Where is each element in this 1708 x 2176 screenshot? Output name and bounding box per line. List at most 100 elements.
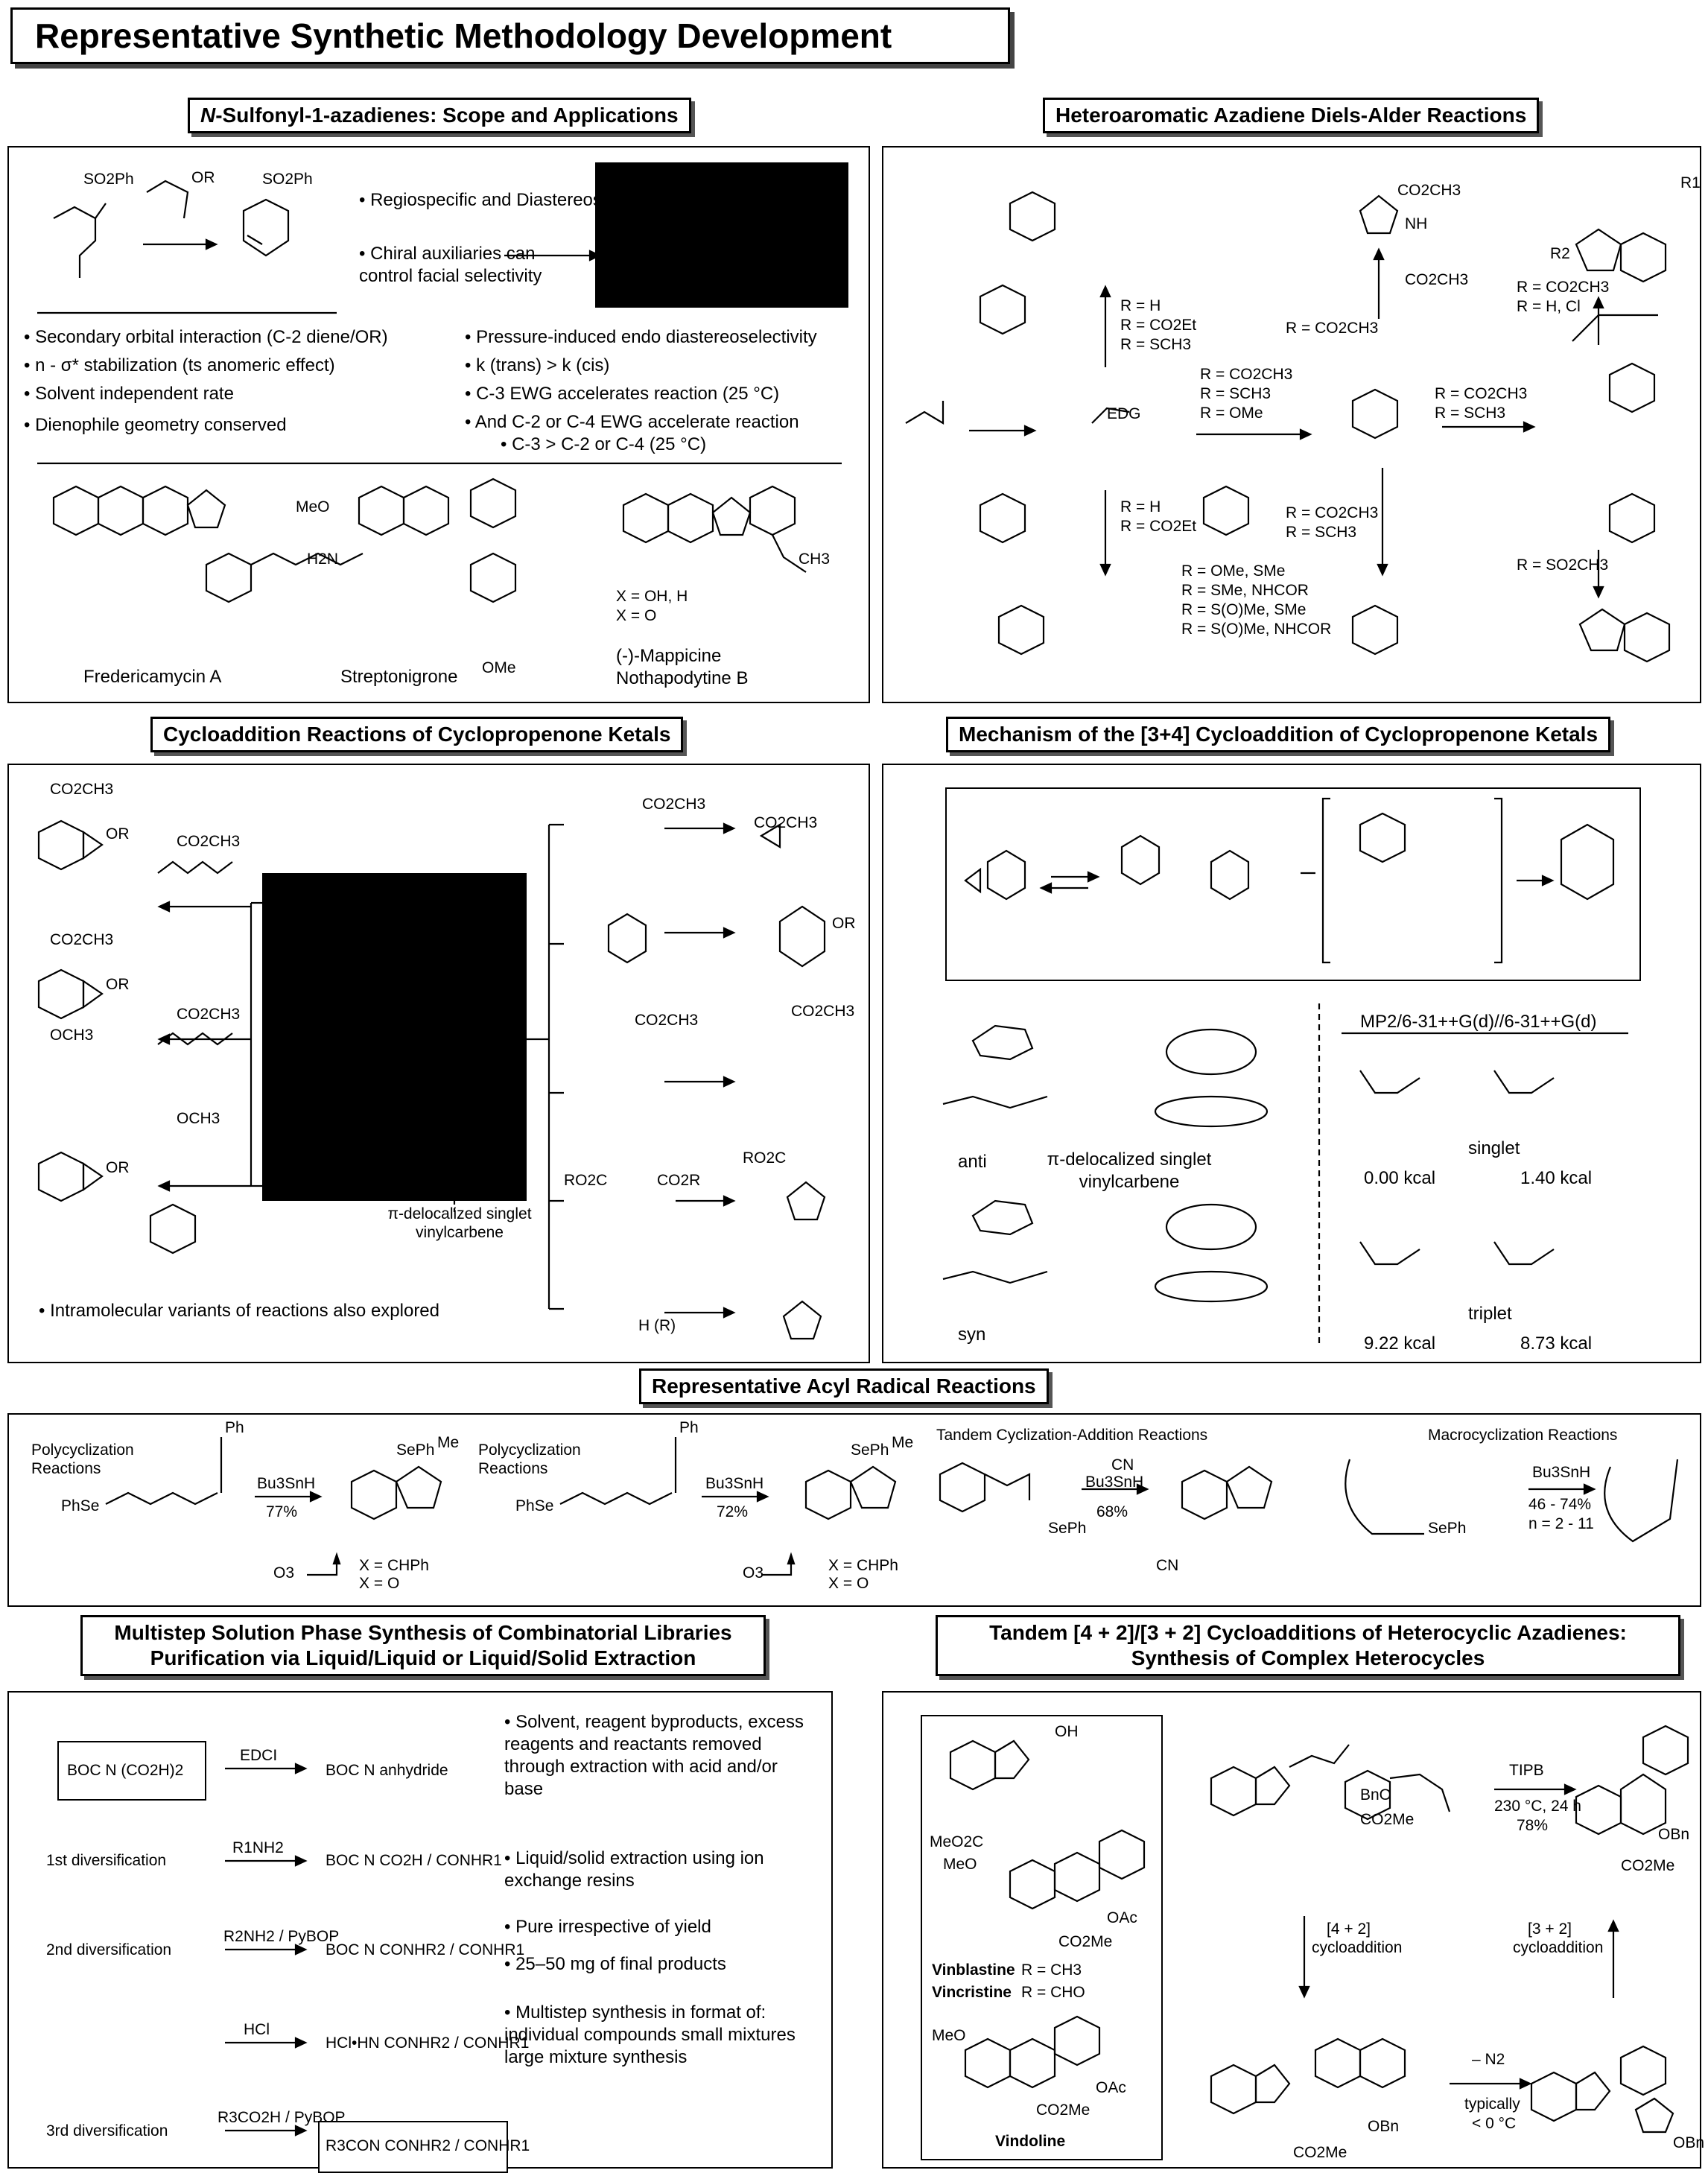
bullet-c3-ewg: C-3 EWG accelerates reaction (25 °C) <box>465 383 779 405</box>
int-co2me: CO2Me <box>1293 2144 1347 2161</box>
label-h2n: H2N <box>307 551 339 568</box>
acyl-x-o-1: X = O <box>359 1575 400 1592</box>
heteroaromatic-scheme <box>905 191 1671 663</box>
prod-anhydride: BOC N anhydride <box>326 1762 448 1779</box>
vinca-box <box>921 1715 1163 2160</box>
mechanism-anti: anti <box>958 1152 987 1172</box>
label-so2ph: SO2Ph <box>83 171 134 188</box>
mechanism-equilibrium-box <box>945 787 1641 981</box>
cp-propiolate-product: CO2CH3 <box>791 1003 855 1020</box>
cond-triazine-h: R = H <box>1120 297 1161 314</box>
acyl-x-2: Me <box>892 1434 914 1451</box>
acyl-yield-4: 46 - 74% <box>1528 1496 1592 1513</box>
cyclopropenone-scheme <box>37 819 826 1340</box>
acyl-yield-2: 72% <box>717 1503 749 1520</box>
energy-singlet-1: 0.00 kcal <box>1364 1168 1436 1188</box>
acyl-cn: CN <box>1111 1456 1134 1474</box>
acyl-x-1: Me <box>437 1434 460 1451</box>
vinblastine-name: Vinblastine <box>932 1961 1015 1979</box>
step1-label-b: cycloaddition <box>1312 1939 1403 1956</box>
bullet-k-trans: k (trans) > k (cis) <box>465 355 609 377</box>
step3-label-c: < 0 °C <box>1472 2115 1517 2132</box>
vinblastine-r: R = CH3 <box>1021 1961 1082 1979</box>
vinca-meo2c: MeO2C <box>930 1833 984 1850</box>
tandem-title: Tandem [4 + 2]/[3 + 2] Cycloadditions of… <box>936 1615 1680 1676</box>
acyl-range: n = 2 - 11 <box>1528 1515 1594 1532</box>
acyl-yield-1: 77% <box>266 1503 298 1520</box>
prod-step1: BOC N CO2H / CONHR1 <box>326 1852 502 1869</box>
label-or: OR <box>191 169 215 186</box>
heteroaromatic-panel: R = H R = CO2Et R = SCH3 R = CO2CH3 CO2C… <box>882 146 1701 703</box>
acyl-x-o-2: X = O <box>828 1575 869 1592</box>
reagent-r3co2h: R3CO2H / PyBOP <box>218 2109 346 2126</box>
bullet-chiral: Chiral auxiliaries can control facial se… <box>359 243 590 288</box>
acyl-ph-1: Ph <box>225 1419 244 1436</box>
step-2nd: 2nd diversification <box>46 1941 172 1958</box>
cond-tetrazine-ome: R = OMe <box>1200 405 1263 422</box>
tandem-scheme <box>949 1725 1689 2134</box>
cp-co2ch3-2: CO2CH3 <box>50 931 114 948</box>
vindoline-co2me: CO2Me <box>1036 2102 1090 2119</box>
combinatorial-scheme <box>225 1763 308 2137</box>
acyl-me-2: SePh <box>851 1441 889 1459</box>
acyl-phse-1: PhSe <box>61 1497 100 1514</box>
reagent-r1nh2: R1NH2 <box>232 1839 284 1856</box>
label-so2ph-product: SO2Ph <box>262 171 313 188</box>
vindoline-name: Vindoline <box>995 2133 1066 2150</box>
acyl-phse-2: PhSe <box>515 1497 554 1514</box>
vinca-co2me: CO2Me <box>1058 1933 1113 1950</box>
acyl-header-3: Tandem Cyclization-Addition Reactions <box>936 1427 1208 1444</box>
mechanism-syn: syn <box>958 1325 986 1345</box>
cp-temp-2: 75 °C <box>352 1062 391 1079</box>
pyrrole-co2ch3-bottom: CO2CH3 <box>1405 271 1469 288</box>
vinca-oac: OAc <box>1107 1909 1137 1926</box>
cond-yield: 78% <box>1517 1817 1549 1834</box>
prod-co2me: CO2Me <box>1621 1857 1675 1874</box>
cp-diene2-och3: OCH3 <box>177 1110 220 1127</box>
tandem-title-line2: Synthesis of Complex Heterocycles <box>1131 1646 1485 1669</box>
reagent-hcl: HCl <box>244 2021 270 2038</box>
ts-label: Endo Boat TS <box>778 223 843 265</box>
state-singlet: singlet <box>1468 1138 1520 1158</box>
label-r2-top: R2 <box>1550 245 1570 262</box>
combinatorial-title-line1: Multistep Solution Phase Synthesis of Co… <box>114 1621 732 1644</box>
cp-ro2c-product: RO2C <box>743 1149 787 1167</box>
combi-bullet-4: 25–50 mg of final products <box>504 1953 817 1976</box>
pyrrole-co2ch3-top: CO2CH3 <box>1397 182 1461 199</box>
energy-singlet-2: 1.40 kcal <box>1520 1168 1593 1188</box>
step3-label-b: typically <box>1464 2096 1520 2113</box>
acyl-x-chph-2: X = CHPh <box>828 1557 898 1574</box>
acyl-bu3snh-2: Bu3SnH <box>705 1475 764 1492</box>
int-obn: OBn <box>1368 2118 1400 2135</box>
bullet-regiospecific: Regiospecific and Diastereospecific <box>359 189 653 212</box>
cond-pyrrole: R = CO2CH3 <box>1286 320 1379 337</box>
cp-or-1: OR <box>106 825 130 843</box>
acyl-header-1: Polycyclization Reactions <box>31 1441 134 1477</box>
step2-label-b: cycloaddition <box>1513 1939 1604 1956</box>
acyl-bu3snh-1: Bu3SnH <box>257 1475 316 1492</box>
tandem-title-line1: Tandem [4 + 2]/[3 + 2] Cycloadditions of… <box>989 1621 1627 1644</box>
int2-obn: OBn <box>1673 2134 1705 2151</box>
acyl-header-4: Macrocyclization Reactions <box>1428 1427 1618 1444</box>
cond-indole-so2ch3: R = SO2CH3 <box>1517 556 1609 574</box>
vinca-oh: OH <box>1055 1723 1079 1740</box>
combinatorial-title: Multistep Solution Phase Synthesis of Co… <box>80 1615 766 1676</box>
label-meo: MeO <box>296 498 330 516</box>
acyl-scheme <box>105 1437 1679 1576</box>
combinatorial-panel: BOC N (CO2H)2 EDCI BOC N anhydride 1st d… <box>7 1691 833 2173</box>
step2-label-a: [3 + 2] <box>1528 1920 1572 1938</box>
mechanism-scheme <box>942 797 1628 1346</box>
energy-triplet-2: 8.73 kcal <box>1520 1333 1593 1354</box>
label-r1-top: R1 <box>1680 174 1701 191</box>
cond-temp: 230 °C, 24 h <box>1494 1798 1581 1815</box>
bullet-solvent: Solvent independent rate <box>24 383 234 405</box>
acyl-panel: Polycyclization Reactions Ph PhSe Bu3SnH… <box>7 1413 1701 1607</box>
cp-footnote: Intramolecular variants of reactions als… <box>39 1300 439 1322</box>
bullet-n-sigma: n - σ* stabilization (ts anomeric effect… <box>24 355 335 377</box>
acyl-o3-1: O3 <box>273 1564 295 1582</box>
cp-propiolate: CO2CH3 <box>635 1012 699 1029</box>
bullet-c2-c4: And C-2 or C-4 EWG accelerate reaction <box>465 411 799 434</box>
cyclopropenone-title: Cycloaddition Reactions of Cyclopropenon… <box>150 717 684 752</box>
state-triplet: triplet <box>1468 1304 1512 1324</box>
mechanism-method: MP2/6-31++G(d)//6-31++G(d) <box>1360 1012 1597 1032</box>
